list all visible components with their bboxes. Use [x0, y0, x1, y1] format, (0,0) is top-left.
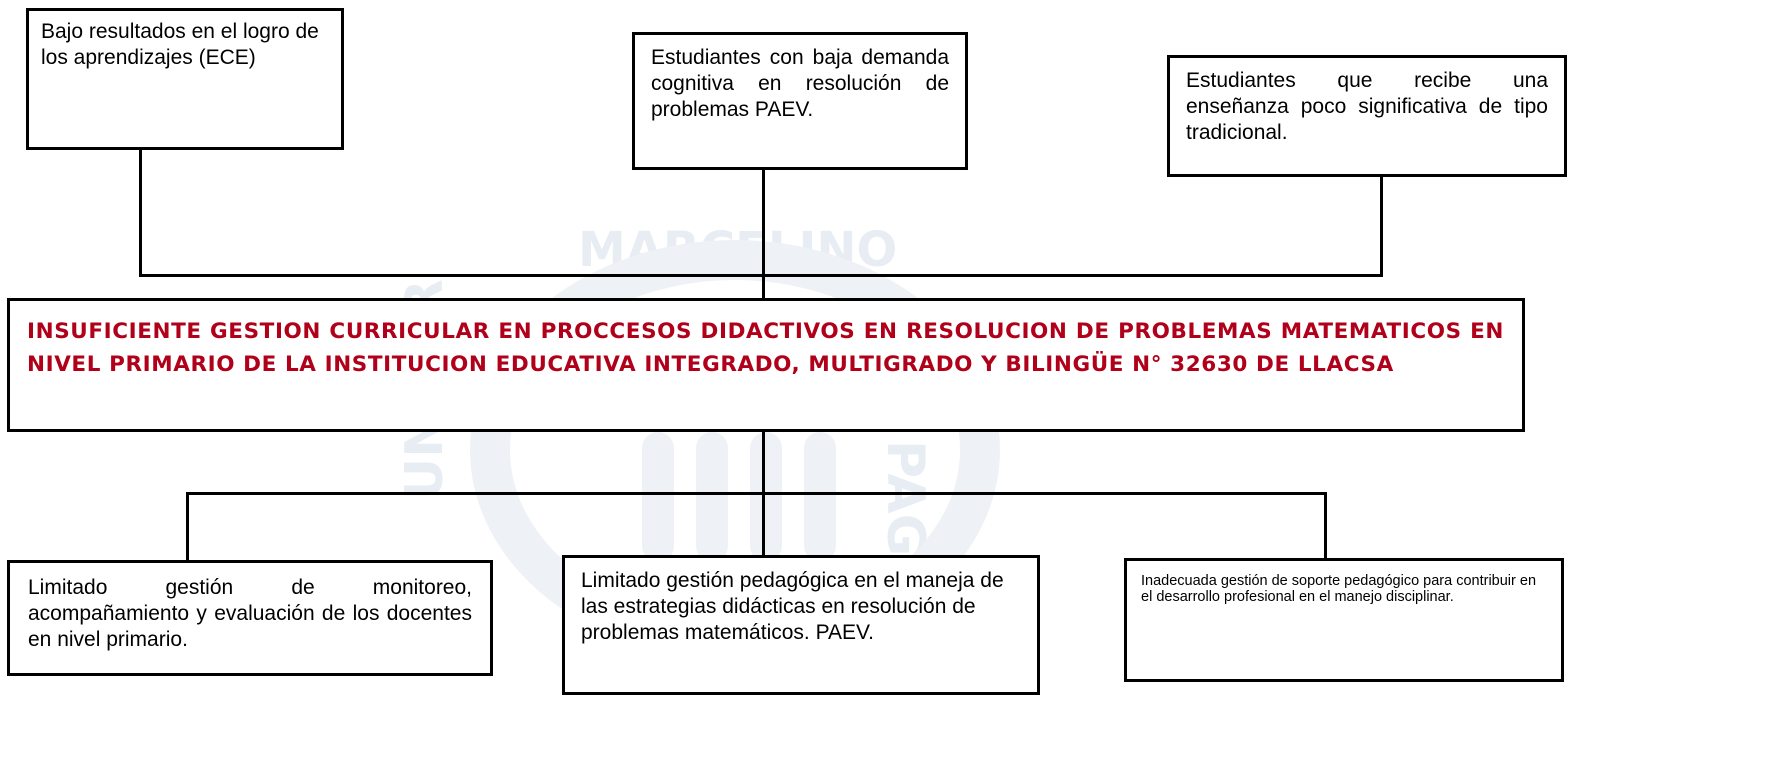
effect-box-2: Estudiantes con baja demanda cognitiva e… — [632, 32, 968, 170]
effect-box-3: Estudiantes que recibe una enseñanza poc… — [1167, 55, 1567, 177]
cause-box-3: Inadecuada gestión de soporte pedagógico… — [1124, 558, 1564, 682]
cause-text-3: Inadecuada gestión de soporte pedagógico… — [1141, 573, 1537, 605]
effect-box-1: Bajo resultados en el logro de los apren… — [26, 8, 344, 150]
watermark-emblem — [642, 432, 842, 562]
connector-causes-horizontal — [186, 492, 1327, 495]
effect-text-1: Bajo resultados en el logro de los apren… — [41, 20, 319, 69]
connector-effect-3-vertical — [1380, 175, 1383, 276]
cause-box-2: Limitado gestión pedagógica en el maneja… — [562, 555, 1040, 695]
effect-text-2: Estudiantes con baja demanda cognitiva e… — [651, 46, 949, 121]
effect-text-3: Estudiantes que recibe una enseñanza poc… — [1186, 69, 1548, 144]
central-problem-text: INSUFICIENTE GESTION CURRICULAR EN PROCC… — [27, 319, 1504, 377]
connector-cause-3-vertical — [1324, 492, 1327, 560]
cause-text-2: Limitado gestión pedagógica en el maneja… — [581, 569, 1004, 644]
connector-effect-1-vertical — [139, 148, 142, 276]
connector-cause-1-vertical — [186, 492, 189, 562]
connector-effects-horizontal — [139, 274, 1383, 277]
cause-text-1: Limitado gestión de monitoreo, acompañam… — [28, 576, 472, 651]
connector-effect-2-vertical — [762, 168, 765, 300]
central-problem-box: INSUFICIENTE GESTION CURRICULAR EN PROCC… — [7, 298, 1525, 432]
cause-box-1: Limitado gestión de monitoreo, acompañam… — [7, 560, 493, 676]
